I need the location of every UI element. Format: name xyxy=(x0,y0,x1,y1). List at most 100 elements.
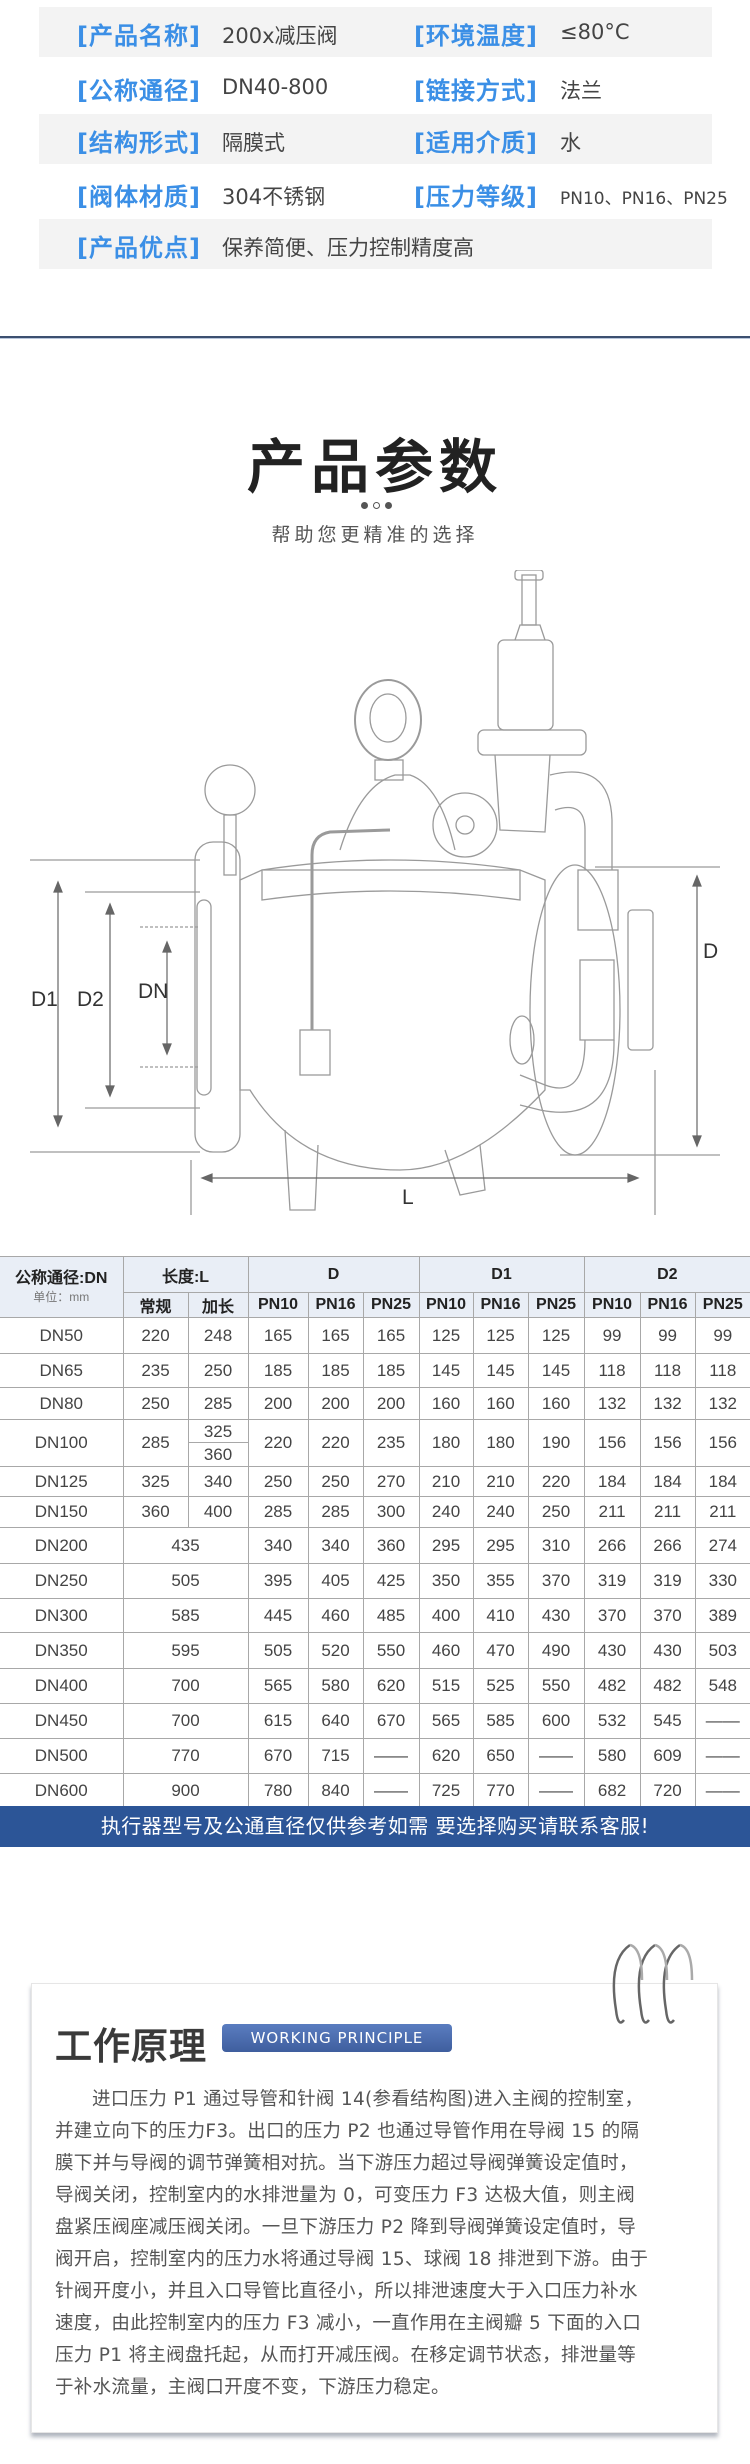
d-value-cell: 405 xyxy=(307,1563,364,1599)
principle-text-line: 并建立向下的压力F3。出口的压力 P2 也通过导管作用在导阀 15 的隔 xyxy=(55,2121,640,2142)
principle-text-line: 进口压力 P1 通过导管和针阀 14(参看结构图)进入主阀的控制室， xyxy=(92,2089,644,2110)
d2-value-cell: 156 xyxy=(639,1419,696,1467)
d2-value-cell: 580 xyxy=(583,1738,641,1774)
dn-cell: DN300 xyxy=(0,1598,124,1633)
d2-value-cell: 482 xyxy=(583,1668,641,1704)
d-value-cell: 220 xyxy=(307,1419,364,1467)
spec-row: [产品优点] 保养简便、压力控制精度高 xyxy=(39,219,712,269)
working-principle-card xyxy=(31,1983,718,2433)
pressure-gauge xyxy=(204,764,256,816)
principle-text-line: 阀开启，控制室内的压力水将通过导阀 15、球阀 18 排泄到下游。由于 xyxy=(55,2249,649,2270)
working-principle-title: 工作原理 xyxy=(55,2025,207,2068)
principle-text-line: 膜下并与导阀的调节弹簧相对抗。当下游压力超过导阀弹簧设定值时， xyxy=(55,2153,638,2174)
spec-value: 法兰 xyxy=(560,79,602,103)
d-value-cell: 220 xyxy=(247,1419,309,1467)
d2-value-cell: 118 xyxy=(694,1353,750,1388)
valve-dimension-diagram xyxy=(30,570,720,1215)
d-value-cell: 285 xyxy=(247,1496,309,1528)
spec-label: [链接方式] xyxy=(414,77,538,105)
d2-value-cell: 211 xyxy=(583,1496,641,1528)
d-value-cell: 165 xyxy=(362,1317,420,1354)
d2-value-cell: 184 xyxy=(583,1466,641,1497)
d1-value-cell: 160 xyxy=(527,1387,585,1420)
length-standard-cell: 235 xyxy=(122,1353,189,1388)
d-value-cell: 165 xyxy=(247,1317,309,1354)
d-value-cell: 360 xyxy=(362,1527,420,1564)
d1-value-cell: 770 xyxy=(472,1773,529,1808)
d1-value-cell: 125 xyxy=(472,1317,529,1354)
length-standard-cell: 285 xyxy=(122,1419,189,1467)
d1-value-cell: 430 xyxy=(527,1598,585,1633)
pn-header: PN10 xyxy=(583,1292,641,1318)
principle-text-line: 于补水流量，主阀口开度不变，下游压力稳定。 xyxy=(55,2377,450,2398)
pn-header: PN25 xyxy=(694,1292,750,1318)
d-value-cell: 395 xyxy=(247,1563,309,1599)
d-value-cell: 460 xyxy=(307,1598,364,1633)
spec-value: DN40-800 xyxy=(222,75,329,99)
d1-value-cell: 240 xyxy=(472,1496,529,1528)
d1-value-cell: 585 xyxy=(472,1703,529,1739)
d1-value-cell: 145 xyxy=(527,1353,585,1388)
notice-banner: 执行器型号及公通直径仅供参考如需 要选择购买请联系客服! xyxy=(0,1806,750,1847)
principle-text-line: 压力 P1 将主阀盘托起，从而打开减压阀。在移定调节状态，排泄量等 xyxy=(55,2345,637,2366)
d2-value-cell: 118 xyxy=(583,1353,641,1388)
principle-text-line: 针阀开度小，并且入口导管比直径小，所以排泄速度大于入口压力补水 xyxy=(55,2281,638,2302)
d2-value-cell: 184 xyxy=(694,1466,750,1497)
principle-text-line: 速度，由此控制室内的压力 F3 减小，一直作用在主阀瓣 5 下面的入口 xyxy=(55,2313,642,2334)
d1-value-cell: 125 xyxy=(418,1317,474,1354)
d-value-cell: 285 xyxy=(307,1496,364,1528)
length-extended-value: 325 xyxy=(188,1420,248,1443)
d2-value-cell: 720 xyxy=(639,1773,696,1808)
length-extended-cell: 400 xyxy=(187,1496,249,1528)
d2-value-cell: —— xyxy=(694,1773,750,1808)
d1-value-cell: 355 xyxy=(472,1563,529,1599)
d-value-cell: 640 xyxy=(307,1703,364,1739)
spec-value: 水 xyxy=(560,131,581,155)
section-title: 产品参数 xyxy=(246,433,503,501)
d-value-cell: 185 xyxy=(247,1353,309,1388)
d1-value-cell: 460 xyxy=(418,1632,474,1669)
d1-value-cell: 160 xyxy=(472,1387,529,1420)
length-standard-header: 常规 xyxy=(123,1292,189,1318)
dots-decoration xyxy=(361,502,392,509)
d-value-cell: 165 xyxy=(307,1317,364,1354)
d2-value-cell: 482 xyxy=(639,1668,696,1704)
d2-value-cell: 319 xyxy=(583,1563,641,1599)
d2-value-cell: 548 xyxy=(694,1668,750,1704)
d1-value-cell: 565 xyxy=(418,1703,474,1739)
d2-value-cell: —— xyxy=(694,1703,750,1739)
d1-value-cell: 220 xyxy=(527,1466,585,1497)
d1-value-cell: 490 xyxy=(527,1632,585,1669)
spec-row: [阀体材质] 304不锈钢 [压力等级] PN10、PN16、PN25 xyxy=(39,168,728,218)
spec-value: 304不锈钢 xyxy=(222,185,326,209)
d2-value-cell: 370 xyxy=(639,1598,696,1633)
left-flange xyxy=(194,841,241,1153)
d1-value-cell: 470 xyxy=(472,1632,529,1669)
spec-label: [阀体材质] xyxy=(77,183,201,211)
d1-value-cell: 310 xyxy=(527,1527,585,1564)
dimension-label-d: D xyxy=(703,940,719,963)
d1-value-cell: 295 xyxy=(418,1527,474,1564)
d2-value-cell: 319 xyxy=(639,1563,696,1599)
d-value-cell: 200 xyxy=(307,1387,364,1420)
length-standard-cell: 250 xyxy=(122,1387,189,1420)
group-header-d1: D1 xyxy=(418,1256,585,1293)
d-value-cell: 615 xyxy=(247,1703,309,1739)
d1-value-cell: 400 xyxy=(418,1598,474,1633)
d-value-cell: 580 xyxy=(307,1668,364,1704)
d1-value-cell: 125 xyxy=(527,1317,585,1354)
d2-value-cell: 682 xyxy=(583,1773,641,1808)
d-value-cell: 780 xyxy=(247,1773,309,1808)
d2-value-cell: 184 xyxy=(639,1466,696,1497)
length-extended-cell: 248 xyxy=(187,1317,249,1354)
spec-row: [产品名称] 200x减压阀 [环境温度] ≤80°C xyxy=(39,7,712,57)
d1-value-cell: 620 xyxy=(418,1738,474,1774)
spec-label: [结构形式] xyxy=(77,129,201,157)
